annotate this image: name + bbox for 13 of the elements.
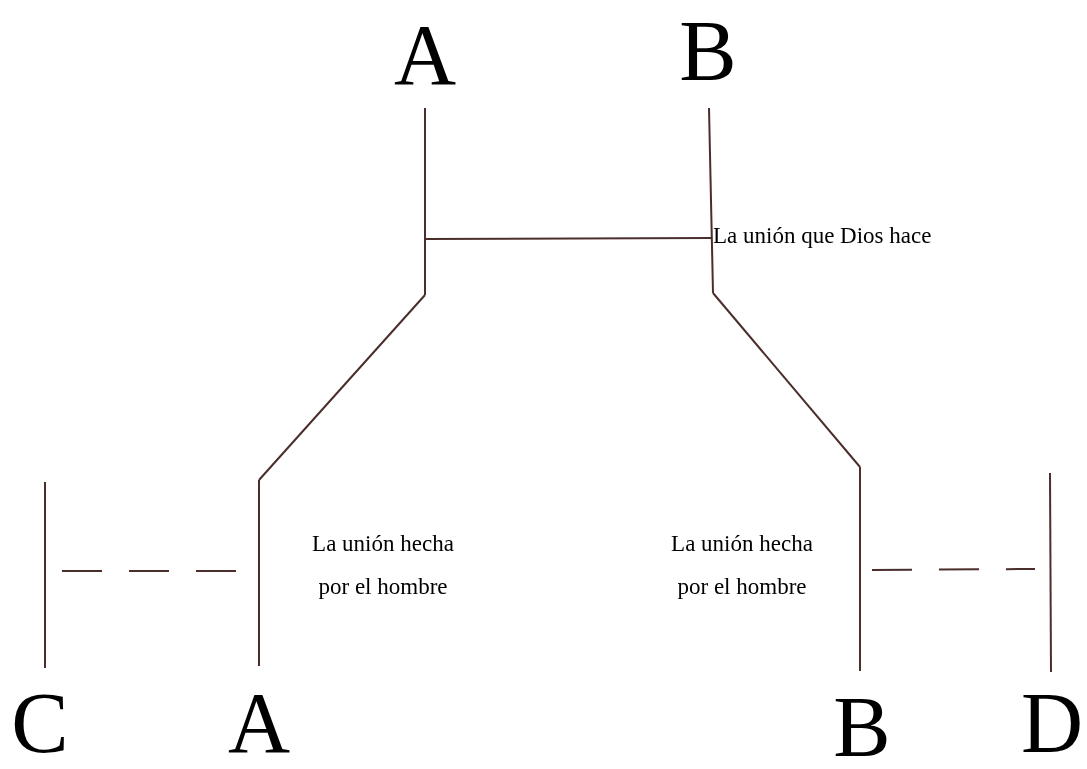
letter-label: A (392, 12, 458, 98)
letter-label: D (1019, 680, 1085, 766)
letter-label: B (832, 684, 892, 769)
note-text: La unión hecha por el hombre (311, 530, 455, 601)
dashed-line (871, 568, 1036, 571)
letter-label: C (10, 680, 70, 766)
note-text: La unión que Dios hace (713, 222, 933, 250)
connector-line (712, 292, 861, 468)
letter-label: A (226, 680, 292, 766)
connector-line (424, 237, 712, 240)
note-text: La unión hecha por el hombre (670, 530, 814, 601)
connector-line (258, 294, 426, 481)
letter-label: B (678, 8, 738, 94)
